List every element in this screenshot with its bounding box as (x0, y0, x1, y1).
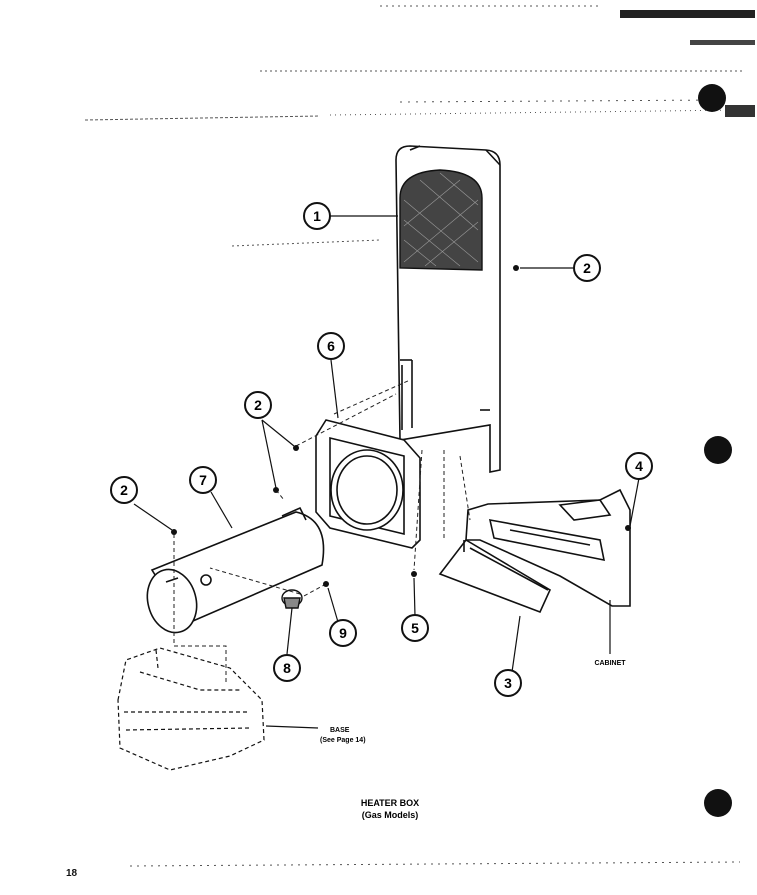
cabinet-label: CABINET (594, 660, 626, 667)
page-number: 18 (66, 868, 78, 879)
leader-lines (133, 215, 640, 729)
callout-8: 8 (273, 654, 301, 682)
deflector-plate (438, 538, 552, 614)
grille-mesh (403, 172, 479, 267)
callout-4: 4 (625, 452, 653, 480)
scan-bar (690, 40, 755, 45)
svg-text:5: 5 (411, 620, 419, 636)
screws (171, 265, 631, 587)
binder-hole (704, 789, 732, 817)
svg-text:3: 3 (504, 675, 512, 691)
fitting (281, 589, 303, 609)
burner-tube (146, 506, 325, 634)
binder-hole (698, 84, 726, 112)
scan-bar (725, 105, 755, 117)
base-label: BASE (330, 727, 350, 734)
svg-text:2: 2 (254, 397, 262, 413)
svg-text:2: 2 (583, 260, 591, 276)
cabinet-section (465, 488, 631, 607)
diagram-caption-title: HEATER BOX (361, 798, 419, 808)
callout-6: 6 (317, 332, 345, 360)
scan-bar (620, 10, 755, 18)
scan-artifacts (84, 5, 745, 867)
callout-9: 9 (329, 619, 357, 647)
callout-5: 5 (401, 614, 429, 642)
callout-7: 7 (189, 466, 217, 494)
callout-1: 1 (303, 202, 331, 230)
base-outline (117, 647, 265, 771)
svg-text:7: 7 (199, 472, 207, 488)
svg-text:1: 1 (313, 208, 321, 224)
svg-text:8: 8 (283, 660, 291, 676)
base-ref-label: (See Page 14) (320, 737, 366, 744)
grille (399, 169, 483, 271)
callout-2: 2 (244, 391, 272, 419)
callout-3: 3 (494, 669, 522, 697)
binder-hole (704, 436, 732, 464)
diagram-caption-subtitle: (Gas Models) (362, 810, 419, 820)
svg-text:2: 2 (120, 482, 128, 498)
heater-bracket (315, 419, 421, 549)
svg-text:6: 6 (327, 338, 335, 354)
svg-text:4: 4 (635, 458, 643, 474)
svg-text:9: 9 (339, 625, 347, 641)
callout-2: 2 (573, 254, 601, 282)
callout-2: 2 (110, 476, 138, 504)
